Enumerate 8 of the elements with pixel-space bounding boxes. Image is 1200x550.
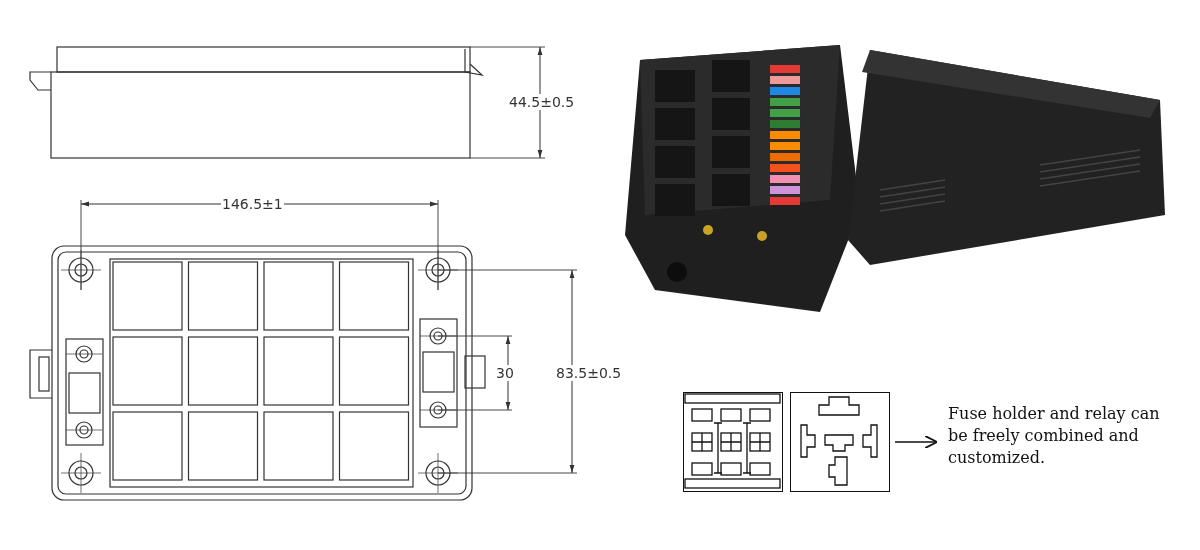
relay-socket-drawing [790,392,890,492]
dimension-label: 44.5±0.5 [508,94,576,110]
dimension-label: 30 [495,365,515,381]
description-text: Fuse holder and relay can be freely combined and customized. [948,403,1178,473]
fuse-holder-drawing [683,392,783,492]
dimension-label: 146.5±1 [221,196,284,212]
dimension-label: 83.5±0.5 [555,365,623,381]
arrow [894,435,939,449]
